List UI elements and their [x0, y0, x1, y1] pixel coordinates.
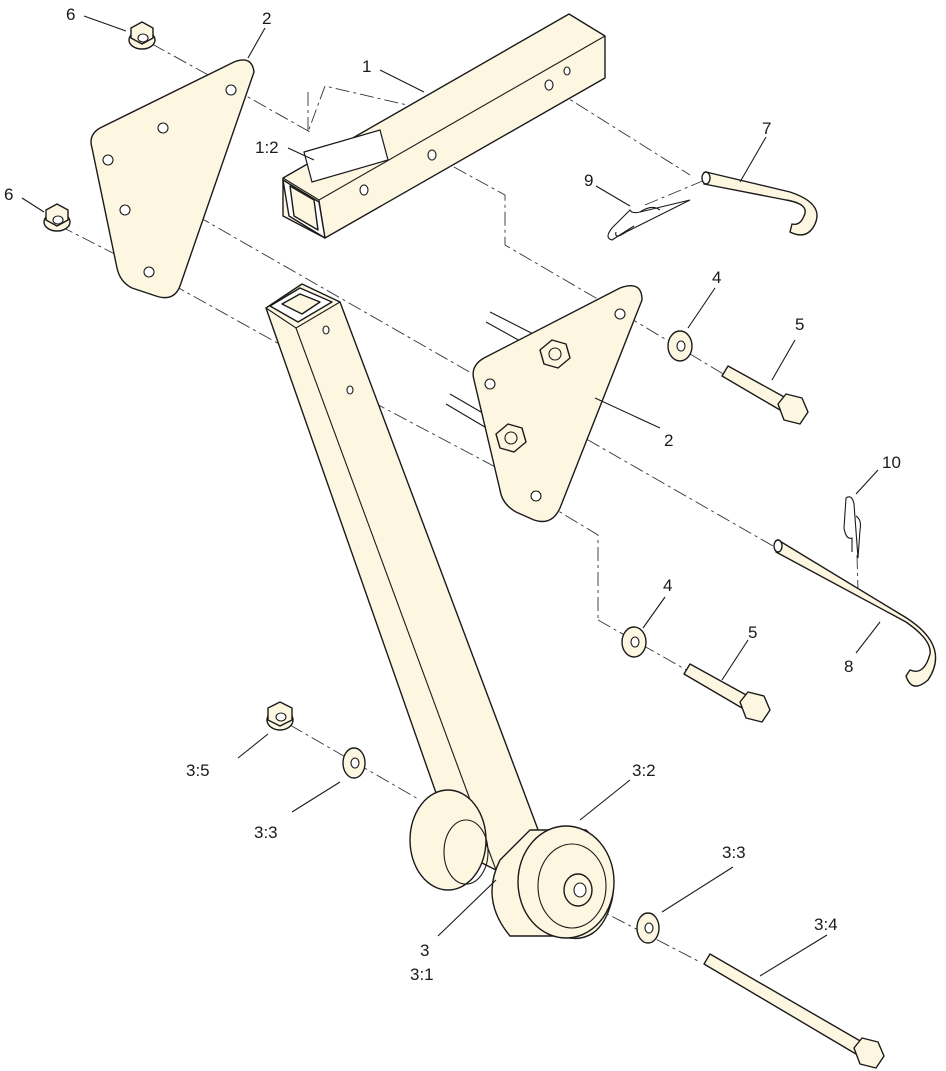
callout-6-top: 6: [66, 5, 75, 24]
callout-5-bottom: 5: [748, 623, 757, 642]
callout-1-2: 1:2: [255, 138, 279, 157]
caster-wheel-front: [491, 825, 615, 940]
bolt-5-top: [721, 365, 809, 425]
hitch-tube-part: [282, 13, 606, 239]
callout-7: 7: [762, 119, 771, 138]
mount-plate-front-part: [445, 285, 643, 523]
mount-plate-rear-part: [90, 59, 255, 299]
callout-2-top: 2: [262, 9, 271, 28]
callout-labels: 6 2 1 1:2 6 7 9 4 5 2 10 4 5 8 3:5 3:2 3…: [4, 5, 901, 984]
callout-8: 8: [844, 657, 853, 676]
j-pin-8: [773, 539, 937, 687]
flange-nut-left: [43, 203, 71, 232]
callout-4-bottom: 4: [663, 576, 672, 595]
callout-3-4: 3:4: [814, 915, 838, 934]
callout-3-1: 3:1: [410, 965, 434, 984]
axle-bolt-3-4: [703, 953, 885, 1069]
caster-arm-part: [265, 283, 541, 871]
hairpin-clip-10: [843, 496, 862, 559]
leader-lines: [21, 15, 881, 977]
callout-4-top: 4: [712, 268, 721, 287]
callout-9: 9: [584, 171, 593, 190]
callout-3: 3: [420, 941, 429, 960]
washer-3-3-left: [342, 747, 366, 779]
caster-wheel-rear: [409, 789, 489, 891]
bolt-head-lower: [495, 423, 527, 453]
bolt-5-bottom: [683, 663, 771, 723]
callout-3-2: 3:2: [632, 761, 656, 780]
callout-5-top: 5: [795, 315, 804, 334]
decal-label: [303, 129, 389, 183]
flange-nut-3-5: [266, 701, 294, 731]
washer-3-3-right: [636, 912, 660, 944]
callout-10: 10: [882, 453, 901, 472]
callout-2-right: 2: [664, 431, 673, 450]
callout-3-3-left: 3:3: [254, 823, 278, 842]
callout-3-3-right: 3:3: [722, 843, 746, 862]
hairpin-clip-9: [607, 199, 691, 241]
bolt-head-upper: [539, 339, 571, 369]
callout-6-left: 6: [4, 185, 13, 204]
washer-4-top: [667, 330, 693, 362]
callout-1: 1: [362, 57, 371, 76]
j-pin-7: [701, 171, 818, 236]
flange-nut-top: [128, 21, 156, 50]
callout-3-5: 3:5: [186, 761, 210, 780]
washer-4-bottom: [621, 626, 647, 658]
